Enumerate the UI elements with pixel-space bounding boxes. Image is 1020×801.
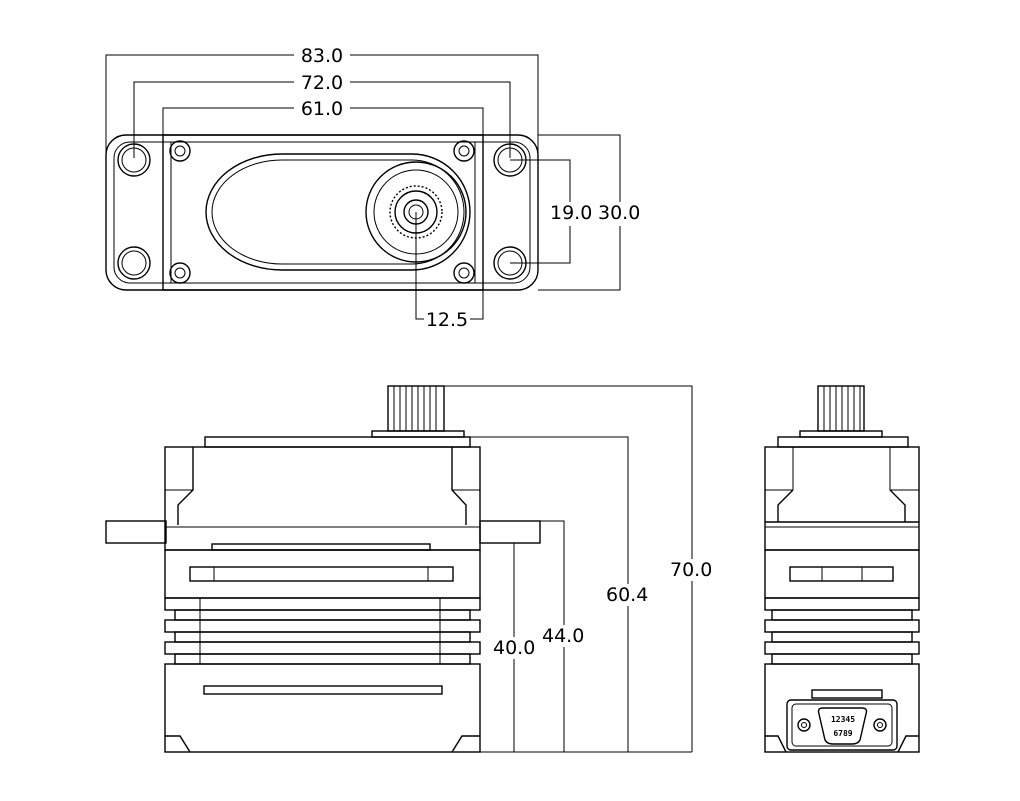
dim-label-height-to-flange-top: 44.0 bbox=[542, 625, 584, 647]
top-view: 83.0 72.0 61.0 19.0 30.0 12.5 bbox=[105, 44, 640, 331]
top-recess-inner bbox=[211, 159, 465, 265]
side-cooling-fins bbox=[764, 597, 920, 665]
dim-line-12-5 bbox=[415, 212, 484, 320]
top-recess-outline bbox=[205, 153, 471, 271]
front-body-upper bbox=[164, 549, 481, 599]
connector-pins-row2: 6789 bbox=[833, 729, 852, 738]
dim-label-overall-width: 83.0 bbox=[301, 45, 343, 67]
dim-label-hole-vertical: 19.0 bbox=[550, 202, 592, 224]
side-top-cap bbox=[764, 446, 920, 551]
dim-label-overall-height: 70.0 bbox=[670, 559, 712, 581]
side-bottom-case bbox=[764, 663, 920, 753]
side-view: 12345 6789 bbox=[764, 385, 920, 753]
body-screws bbox=[169, 140, 475, 284]
dim-line-60-4 bbox=[464, 436, 629, 752]
dim-line-70 bbox=[444, 385, 693, 752]
top-body-outline bbox=[162, 134, 484, 291]
dim-line-44 bbox=[540, 520, 565, 752]
dim-label-height-to-flange: 40.0 bbox=[493, 637, 535, 659]
side-spline bbox=[817, 385, 865, 432]
dim-label-body-width: 61.0 bbox=[301, 98, 343, 120]
side-body-upper bbox=[764, 549, 920, 599]
mounting-holes bbox=[117, 143, 527, 280]
front-cooling-fins bbox=[164, 597, 481, 665]
front-view: 40.0 44.0 60.4 70.0 bbox=[105, 385, 716, 753]
dim-label-height-to-horn-base: 60.4 bbox=[606, 584, 648, 606]
front-top-cap bbox=[164, 446, 481, 551]
top-flange-inner-outline bbox=[113, 141, 531, 284]
front-top-plate bbox=[204, 436, 471, 448]
top-body-inner-outline bbox=[170, 141, 476, 284]
front-flange-right bbox=[479, 520, 541, 544]
front-bottom-case bbox=[164, 663, 481, 753]
dim-label-shaft-offset: 12.5 bbox=[426, 309, 468, 331]
front-horn-base bbox=[371, 430, 465, 438]
front-spline bbox=[387, 385, 445, 432]
front-flange-left bbox=[105, 520, 167, 544]
connector-pins-row1: 12345 bbox=[831, 715, 855, 724]
dim-label-flange-height: 30.0 bbox=[598, 202, 640, 224]
dim-label-hole-spacing: 72.0 bbox=[301, 72, 343, 94]
dim-line-40 bbox=[480, 542, 515, 752]
connector: 12345 6789 bbox=[786, 699, 898, 751]
front-label-slot bbox=[189, 566, 454, 582]
